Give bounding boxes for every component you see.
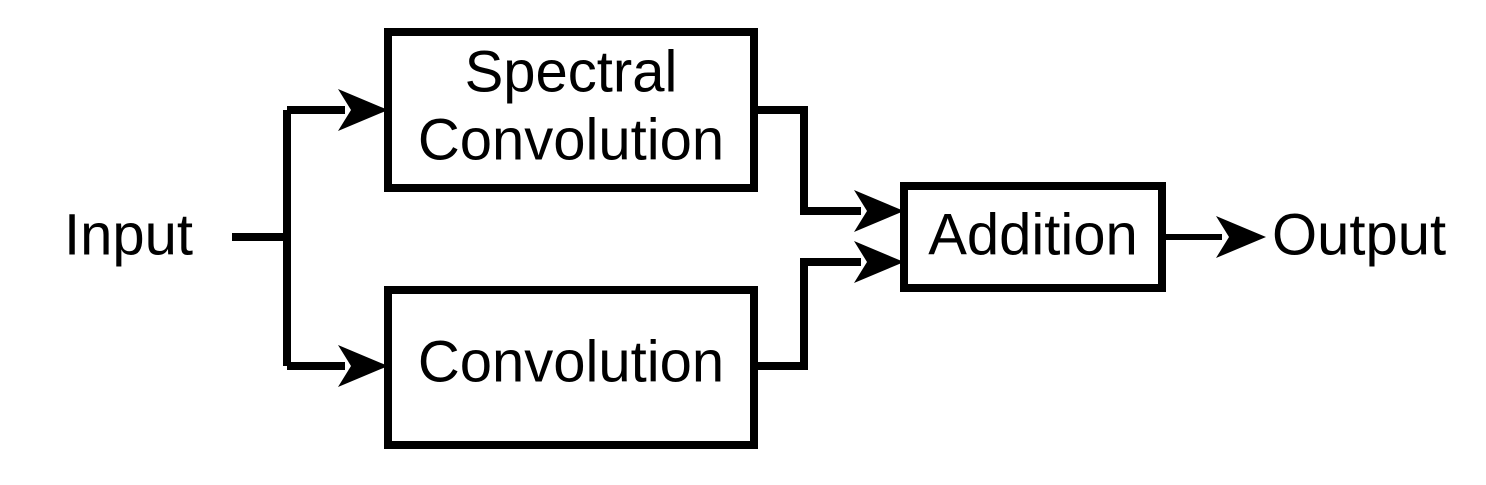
- arrow-head-spectral-to-addition: [854, 190, 904, 232]
- input-label: Input: [64, 202, 193, 267]
- spectral-convolution-label-line2: Convolution: [418, 107, 724, 172]
- spectral-convolution-box[interactable]: [384, 28, 758, 192]
- convolution-label: Convolution: [418, 329, 724, 394]
- spectral-convolution-label-line1: Spectral: [465, 39, 678, 104]
- arrow-head-to-convolution: [338, 345, 388, 387]
- edge-convolution-to-addition: [754, 258, 861, 370]
- arrow-head-to-output: [1216, 216, 1266, 258]
- addition-box[interactable]: [900, 182, 1166, 292]
- edge-spectral-convolution-to-addition: [754, 106, 861, 215]
- output-label: Output: [1272, 202, 1446, 267]
- arrow-head-convolution-to-addition: [854, 241, 904, 283]
- convolution-box[interactable]: [384, 286, 758, 449]
- addition-label: Addition: [928, 202, 1138, 267]
- arrow-head-to-spectral-convolution: [338, 89, 388, 131]
